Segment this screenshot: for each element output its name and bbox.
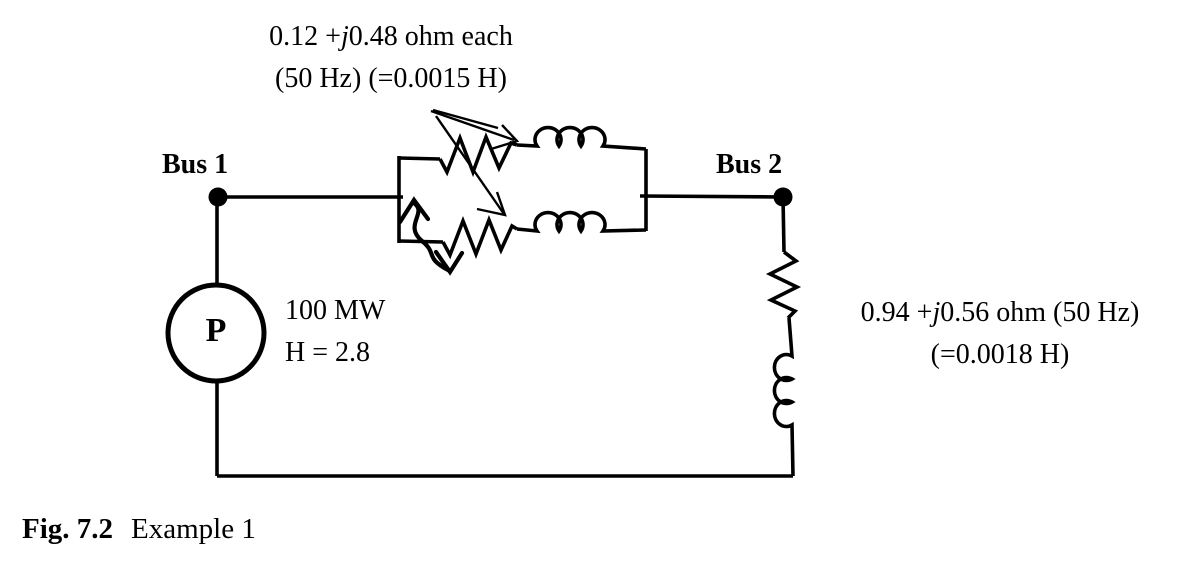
double-arrow-annotation xyxy=(397,196,465,276)
wire-top-line-left xyxy=(398,156,441,161)
resistor-icon-line2 xyxy=(441,215,518,260)
parallel-lines-impedance-line2: (50 Hz) (=0.0015 H) xyxy=(275,63,507,94)
generator-power-label: 100 MW xyxy=(285,295,386,326)
figure-caption: Fig. 7.2 Example 1 xyxy=(22,508,256,550)
impedance-load-j: j xyxy=(932,297,941,328)
parallel-lines-impedance-line1: 0.12 +j0.48 ohm each xyxy=(215,16,567,58)
generator-ratings: 100 MW H = 2.8 xyxy=(285,290,385,374)
load-impedance-line1: 0.94 +j0.56 ohm (50 Hz) xyxy=(820,292,1180,334)
double-arrow-shaft xyxy=(411,200,451,273)
inductor-icon-line2 xyxy=(516,210,647,235)
arrow-to-line2-head-icon xyxy=(476,191,507,217)
arrow-to-line1-shaft2 xyxy=(432,108,499,130)
load-impedance-line2: (=0.0018 H) xyxy=(930,339,1070,370)
impedance-top-suffix: 0.48 ohm each xyxy=(348,21,513,52)
arrow-to-line1-shaft xyxy=(430,109,515,142)
parallel-lines-impedance-label: 0.12 +j0.48 ohm each (50 Hz) (=0.0015 H) xyxy=(215,16,567,100)
annotation-arrows xyxy=(430,108,520,217)
double-arrow-up-head-icon xyxy=(397,196,431,225)
bus1-label: Bus 1 xyxy=(162,149,229,180)
figure-caption-text: Example 1 xyxy=(131,513,256,545)
generator-symbol-label: P xyxy=(205,312,227,349)
inductor-icon-line1 xyxy=(516,125,647,151)
impedance-load-prefix: 0.94 + xyxy=(860,297,933,328)
double-arrow-down-head-icon xyxy=(433,249,465,276)
bus2-label: Bus 2 xyxy=(716,149,783,180)
figure-caption-number: Fig. 7.2 xyxy=(22,513,114,545)
wire-bus2-to-load xyxy=(781,196,786,253)
impedance-top-j: j xyxy=(340,21,349,52)
inductor-icon-load xyxy=(772,317,796,477)
impedance-load-suffix: 0.56 ohm (50 Hz) xyxy=(940,297,1140,328)
load-impedance-label: 0.94 +j0.56 ohm (50 Hz) (=0.0018 H) xyxy=(820,292,1180,376)
generator-inertia-label: H = 2.8 xyxy=(285,337,371,368)
wire-junction-to-bus2 xyxy=(639,194,784,199)
resistor-icon-line1 xyxy=(438,132,518,178)
resistor-icon-load xyxy=(765,250,802,320)
arrow-to-line2-shaft xyxy=(435,115,505,215)
arrow-to-line1-head-icon xyxy=(490,124,520,151)
impedance-top-prefix: 0.12 + xyxy=(269,21,341,52)
